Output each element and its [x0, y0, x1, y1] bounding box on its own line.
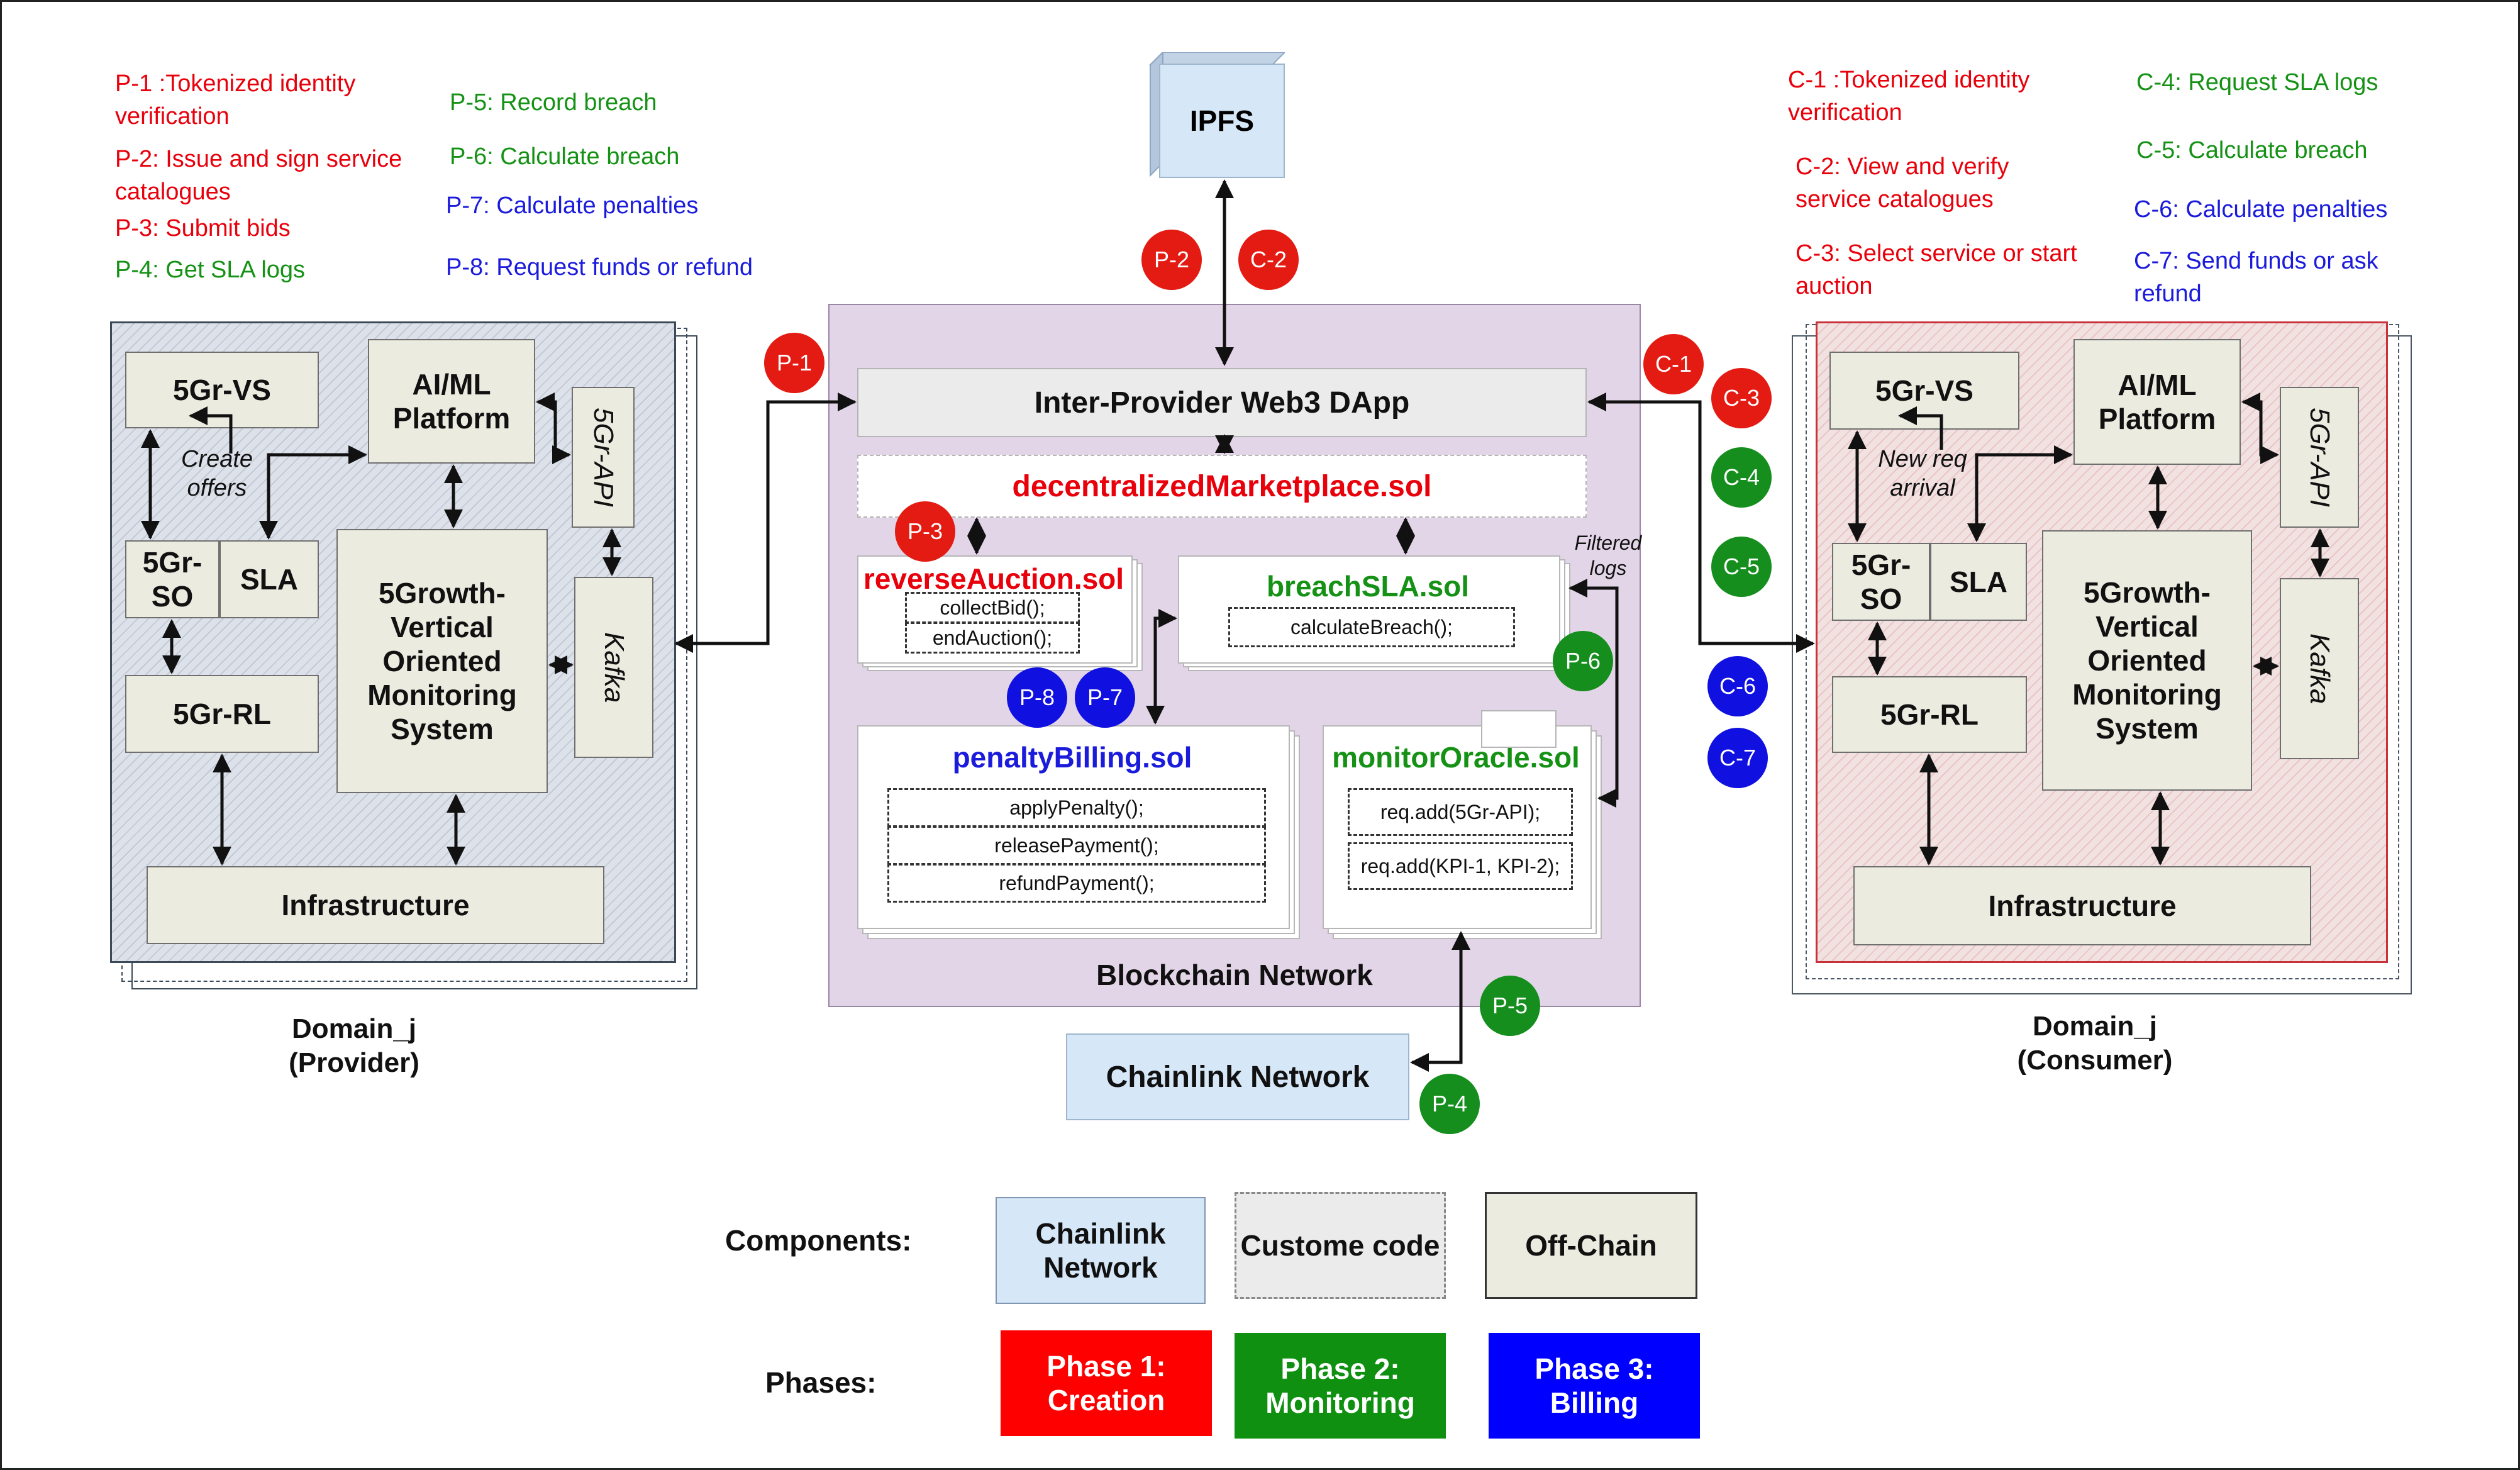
provider-so-box: 5Gr-SO: [125, 540, 219, 618]
step-p6: P-6: Calculate breach: [450, 143, 680, 170]
reverse-auction-title: reverseAuction.sol: [863, 562, 1124, 595]
provider-aiml-box: AI/ML Platform: [368, 339, 535, 464]
fn-req-add-kpi: req.add(KPI-1, KPI-2);: [1348, 842, 1573, 890]
badge-p3: P-3: [895, 501, 955, 562]
legend-phase3: Phase 3: Billing: [1489, 1333, 1700, 1439]
consumer-infra-box: Infrastructure: [1853, 866, 2311, 945]
consumer-new-req-note: New req arrival: [1878, 446, 1967, 501]
legend-phases-label: Phases:: [765, 1366, 877, 1399]
consumer-aiml-box: AI/ML Platform: [2073, 339, 2241, 465]
consumer-vom-box: 5Growth-Vertical Oriented Monitoring Sys…: [2042, 530, 2252, 791]
consumer-domain-label-line1: Domain_j: [2032, 1011, 2158, 1042]
provider-api-box: 5Gr-API: [572, 387, 635, 528]
badge-p5: P-5: [1480, 976, 1540, 1036]
badge-p8: P-8: [1007, 667, 1067, 728]
breach-sla-contract: breachSLA.sol calculateBreach();: [1178, 555, 1570, 671]
legend-components-label: Components:: [725, 1224, 912, 1257]
badge-c1: C-1: [1643, 334, 1704, 394]
provider-domain-label: Domain_j (Provider): [216, 1012, 492, 1080]
consumer-kafka-box: Kafka: [2280, 578, 2359, 759]
penalty-billing-contract: penaltyBilling.sol applyPenalty(); relea…: [857, 725, 1300, 939]
step-p2: P-2: Issue and sign service catalogues: [115, 146, 402, 205]
badge-c4: C-4: [1711, 447, 1772, 508]
provider-rl-box: 5Gr-RL: [125, 675, 319, 753]
provider-create-offers-note: Create offers: [180, 446, 253, 501]
legend-phase2: Phase 2: Monitoring: [1235, 1333, 1446, 1439]
fn-refund-payment: refundPayment();: [887, 864, 1266, 903]
badge-p2: P-2: [1141, 230, 1202, 290]
badge-c5: C-5: [1711, 537, 1772, 597]
oracle-tab-decoration: [1481, 710, 1557, 748]
provider-steps-col1: P-1 :Tokenized identity verification: [115, 67, 442, 133]
consumer-domain-label: Domain_j (Consumer): [1957, 1010, 2233, 1077]
provider-domain-label-line1: Domain_j: [291, 1013, 417, 1044]
step-c6: C-6: Calculate penalties: [2134, 196, 2388, 223]
consumer-vs-box: 5Gr-VS: [1829, 352, 2019, 430]
badge-p4: P-4: [1419, 1074, 1480, 1134]
marketplace-contract: decentralizedMarketplace.sol: [857, 455, 1587, 518]
legend-phase1: Phase 1: Creation: [1001, 1330, 1212, 1436]
provider-domain-label-line2: (Provider): [289, 1047, 419, 1078]
step-p8: P-8: Request funds or refund: [446, 254, 753, 281]
consumer-sla-box: SLA: [1930, 543, 2027, 621]
ipfs-box: IPFS: [1159, 64, 1285, 178]
step-c5: C-5: Calculate breach: [2136, 137, 2368, 164]
consumer-rl-box: 5Gr-RL: [1832, 676, 2027, 753]
blockchain-network-label: Blockchain Network: [1096, 959, 1373, 991]
fn-req-add-api: req.add(5Gr-API);: [1348, 788, 1573, 836]
step-p4: P-4: Get SLA logs: [115, 257, 306, 283]
fn-apply-penalty: applyPenalty();: [887, 788, 1266, 827]
breach-sla-title: breachSLA.sol: [1266, 570, 1470, 603]
dapp-box: Inter-Provider Web3 DApp: [857, 368, 1587, 437]
consumer-domain-label-line2: (Consumer): [2017, 1045, 2173, 1076]
reverse-auction-contract: reverseAuction.sol collectBid(); endAuct…: [857, 555, 1143, 671]
step-c3: C-3: Select service or start auction: [1796, 240, 2077, 299]
provider-kafka-box: Kafka: [574, 577, 653, 758]
consumer-so-box: 5Gr-SO: [1832, 543, 1930, 621]
consumer-api-box: 5Gr-API: [2280, 387, 2359, 528]
step-p5: P-5: Record breach: [450, 89, 657, 116]
badge-p7: P-7: [1075, 667, 1135, 728]
badge-c3: C-3: [1711, 368, 1772, 428]
step-p3: P-3: Submit bids: [115, 215, 291, 242]
fn-calculate-breach: calculateBreach();: [1228, 607, 1515, 647]
step-p7: P-7: Calculate penalties: [446, 192, 699, 219]
badge-c6: C-6: [1707, 656, 1768, 716]
step-c7: C-7: Send funds or ask refund: [2134, 248, 2378, 307]
step-c2: C-2: View and verify service catalogues: [1796, 153, 2009, 213]
step-c1: C-1 :Tokenized identity verification: [1788, 67, 2030, 126]
badge-c7: C-7: [1707, 728, 1768, 788]
fn-end-auction: endAuction();: [905, 622, 1080, 654]
badge-c2: C-2: [1238, 230, 1299, 290]
penalty-billing-title: penaltyBilling.sol: [952, 741, 1192, 774]
legend-custom-code: Custome code: [1235, 1192, 1446, 1299]
step-c4: C-4: Request SLA logs: [2136, 69, 2378, 96]
provider-infra-box: Infrastructure: [147, 866, 604, 944]
legend-offchain: Off-Chain: [1485, 1192, 1697, 1299]
step-p1: P-1 :Tokenized identity verification: [115, 70, 356, 130]
provider-vom-box: 5Growth-Vertical Oriented Monitoring Sys…: [336, 529, 548, 793]
badge-p1: P-1: [764, 333, 824, 393]
legend-chainlink: Chainlink Network: [996, 1197, 1206, 1304]
chainlink-network-box: Chainlink Network: [1066, 1033, 1409, 1120]
badge-p6: P-6: [1553, 631, 1613, 691]
provider-sla-box: SLA: [219, 540, 319, 618]
